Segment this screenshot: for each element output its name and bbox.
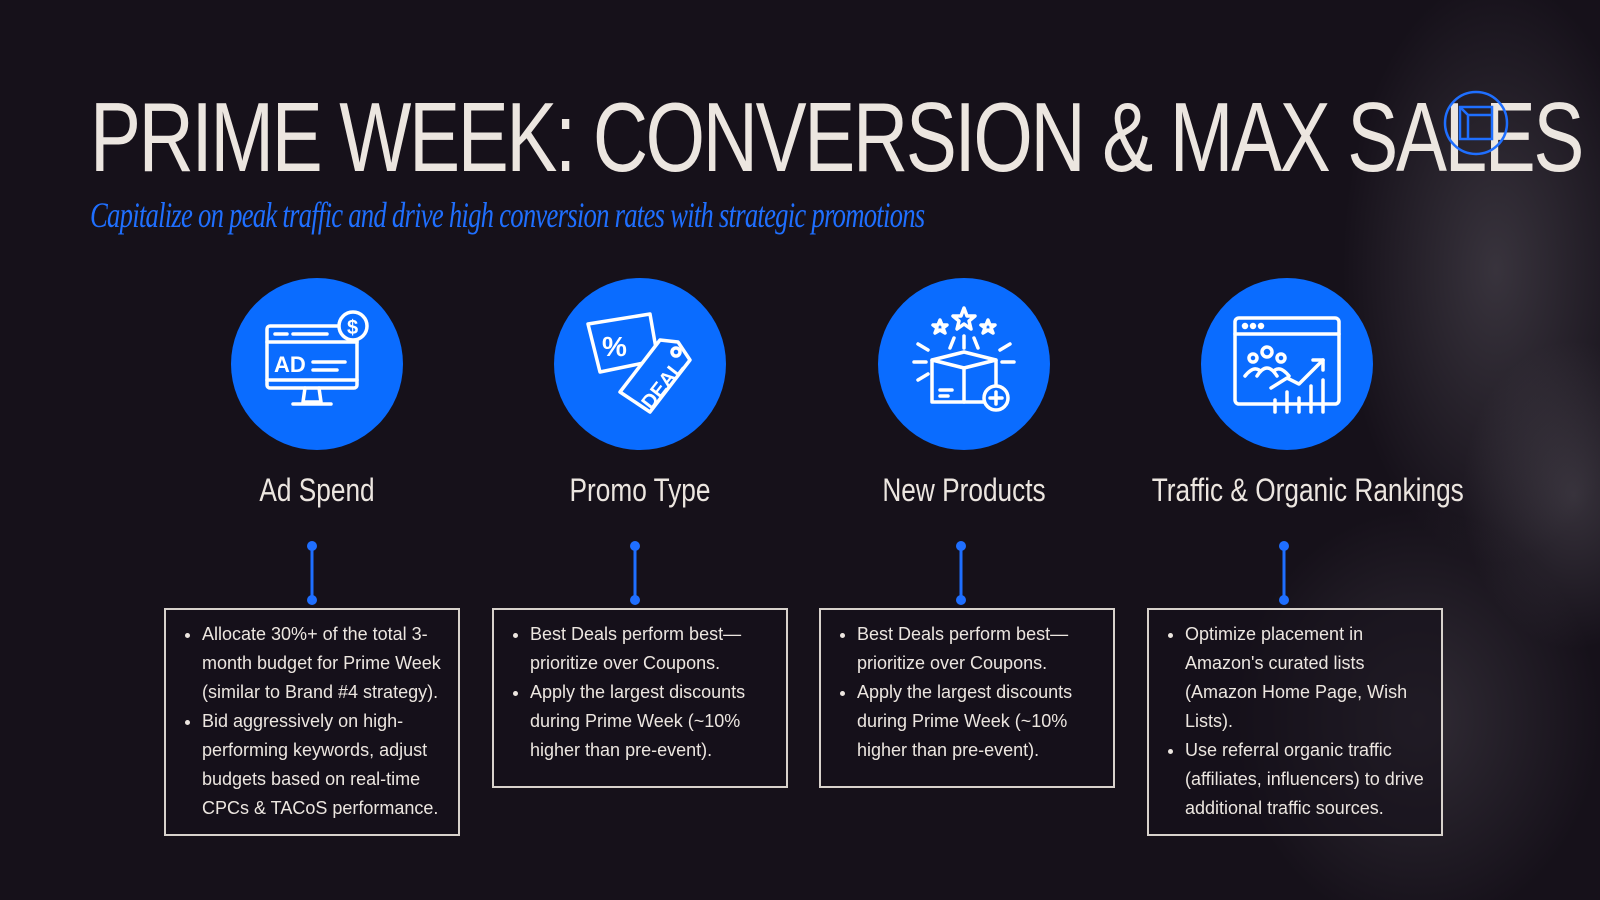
deal-tag-icon: % DEAL [586, 312, 692, 414]
promo-type-circle: % DEAL [554, 278, 726, 450]
list-item: Allocate 30%+ of the total 3-month budge… [202, 620, 446, 707]
connector-new-products [956, 541, 966, 605]
new-products-label: New Products [882, 472, 1046, 508]
new-products-card: Best Deals perform best—prioritize over … [819, 608, 1115, 788]
page-title: PRIME WEEK: CONVERSION & MAX SALES [90, 82, 1584, 192]
column-promo-type: % DEAL Promo Type [475, 278, 805, 509]
list-item: Apply the largest discounts during Prime… [530, 678, 774, 765]
cube-outline-icon [1443, 90, 1509, 156]
page-subtitle: Capitalize on peak traffic and drive hig… [90, 195, 925, 235]
svg-text:AD: AD [274, 352, 306, 377]
list-item: Optimize placement in Amazon's curated l… [1185, 620, 1429, 736]
connector-traffic-rankings [1279, 541, 1289, 605]
traffic-rankings-circle [1201, 278, 1373, 450]
traffic-analytics-icon [1233, 316, 1341, 414]
ad-spend-circle: AD $ [231, 278, 403, 450]
connector-promo-type [630, 541, 640, 605]
new-product-box-icon [912, 306, 1016, 412]
list-item: Use referral organic traffic (affiliates… [1185, 736, 1429, 823]
svg-text:%: % [602, 331, 627, 362]
list-item: Bid aggressively on high-performing keyw… [202, 707, 446, 823]
new-products-circle [878, 278, 1050, 450]
list-item: Apply the largest discounts during Prime… [857, 678, 1101, 765]
ad-monitor-icon: AD $ [265, 310, 369, 406]
list-item: Best Deals perform best—prioritize over … [857, 620, 1101, 678]
ad-spend-label: Ad Spend [259, 472, 375, 508]
connector-ad-spend [307, 541, 317, 605]
traffic-rankings-card: Optimize placement in Amazon's curated l… [1147, 608, 1443, 836]
column-ad-spend: AD $ Ad Spend [152, 278, 482, 509]
column-new-products: New Products [799, 278, 1129, 509]
list-item: Best Deals perform best—prioritize over … [530, 620, 774, 678]
svg-text:$: $ [347, 317, 358, 339]
traffic-rankings-label: Traffic & Organic Rankings [1151, 472, 1464, 508]
column-traffic-rankings: Traffic & Organic Rankings [1122, 278, 1464, 509]
promo-type-label: Promo Type [569, 472, 711, 508]
promo-type-card: Best Deals perform best—prioritize over … [492, 608, 788, 788]
ad-spend-card: Allocate 30%+ of the total 3-month budge… [164, 608, 460, 836]
